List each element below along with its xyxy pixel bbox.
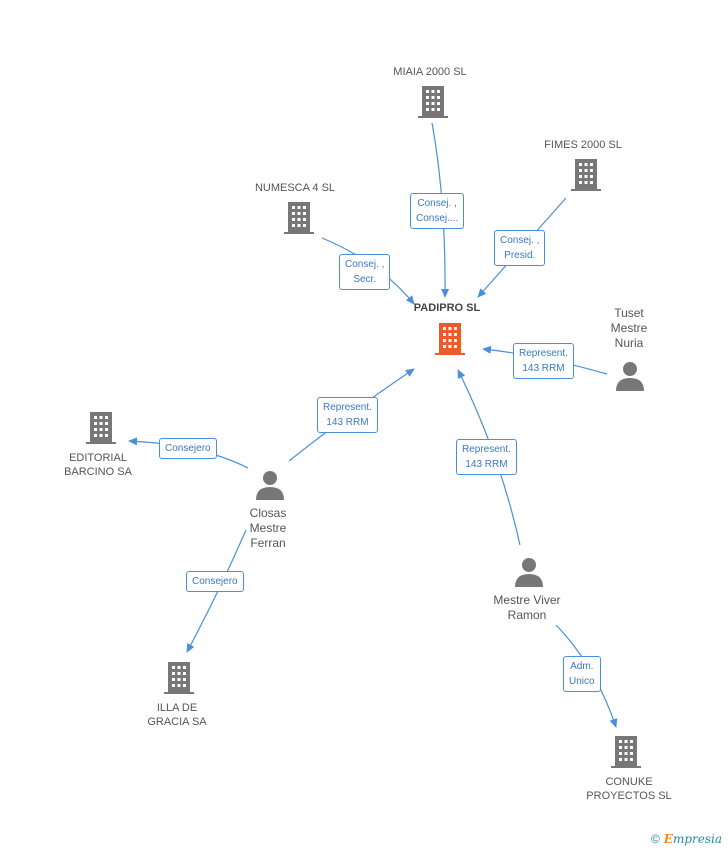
footer-brand[interactable]: ©Empresia — [651, 832, 722, 846]
edge-label-viver-padipro[interactable]: Represent. 143 RRM — [456, 439, 517, 475]
node-label-numesca[interactable]: NUMESCA 4 SL — [254, 182, 336, 194]
node-label-miaia[interactable]: MIAIA 2000 SL — [393, 66, 467, 78]
edge-label-closas-padipro[interactable]: Represent. 143 RRM — [317, 397, 378, 433]
copyright-symbol: © — [650, 832, 660, 846]
node-label-fimes[interactable]: FIMES 2000 SL — [544, 139, 622, 151]
edge-label-closas-editorial[interactable]: Consejero — [159, 438, 217, 459]
node-label-tuset[interactable]: Tuset Mestre Nuria — [610, 306, 648, 350]
person-icon[interactable] — [254, 469, 286, 501]
edge-label-miaia-padipro[interactable]: Consej. , Consej.... — [410, 193, 465, 229]
node-label-padipro[interactable]: PADIPRO SL — [413, 302, 481, 314]
node-label-closas[interactable]: Closas Mestre Ferran — [249, 506, 287, 550]
building-icon-center[interactable] — [434, 322, 466, 356]
node-label-editorial[interactable]: EDITORIAL BARCINO SA — [64, 452, 132, 478]
building-icon[interactable] — [163, 661, 195, 695]
brand-logo: Empresia — [663, 832, 722, 846]
node-label-illa[interactable]: ILLA DE GRACIA SA — [147, 702, 207, 728]
building-icon[interactable] — [610, 735, 642, 769]
edge-label-closas-illa[interactable]: Consejero — [186, 571, 244, 592]
building-icon[interactable] — [570, 158, 602, 192]
person-icon[interactable] — [614, 360, 646, 392]
node-label-viver[interactable]: Mestre Viver Ramon — [493, 593, 561, 622]
edge-label-numesca-padipro[interactable]: Consej. , Secr. — [339, 254, 391, 290]
edge-label-tuset-padipro[interactable]: Represent. 143 RRM — [513, 343, 574, 379]
edge-label-fimes-padipro[interactable]: Consej. , Presid. — [494, 230, 546, 266]
node-label-conuke[interactable]: CONUKE PROYECTOS SL — [586, 776, 672, 802]
edge-label-viver-conuke[interactable]: Adm. Unico — [563, 656, 601, 692]
building-icon[interactable] — [85, 411, 117, 445]
building-icon[interactable] — [283, 201, 315, 235]
person-icon[interactable] — [513, 556, 545, 588]
building-icon[interactable] — [417, 85, 449, 119]
